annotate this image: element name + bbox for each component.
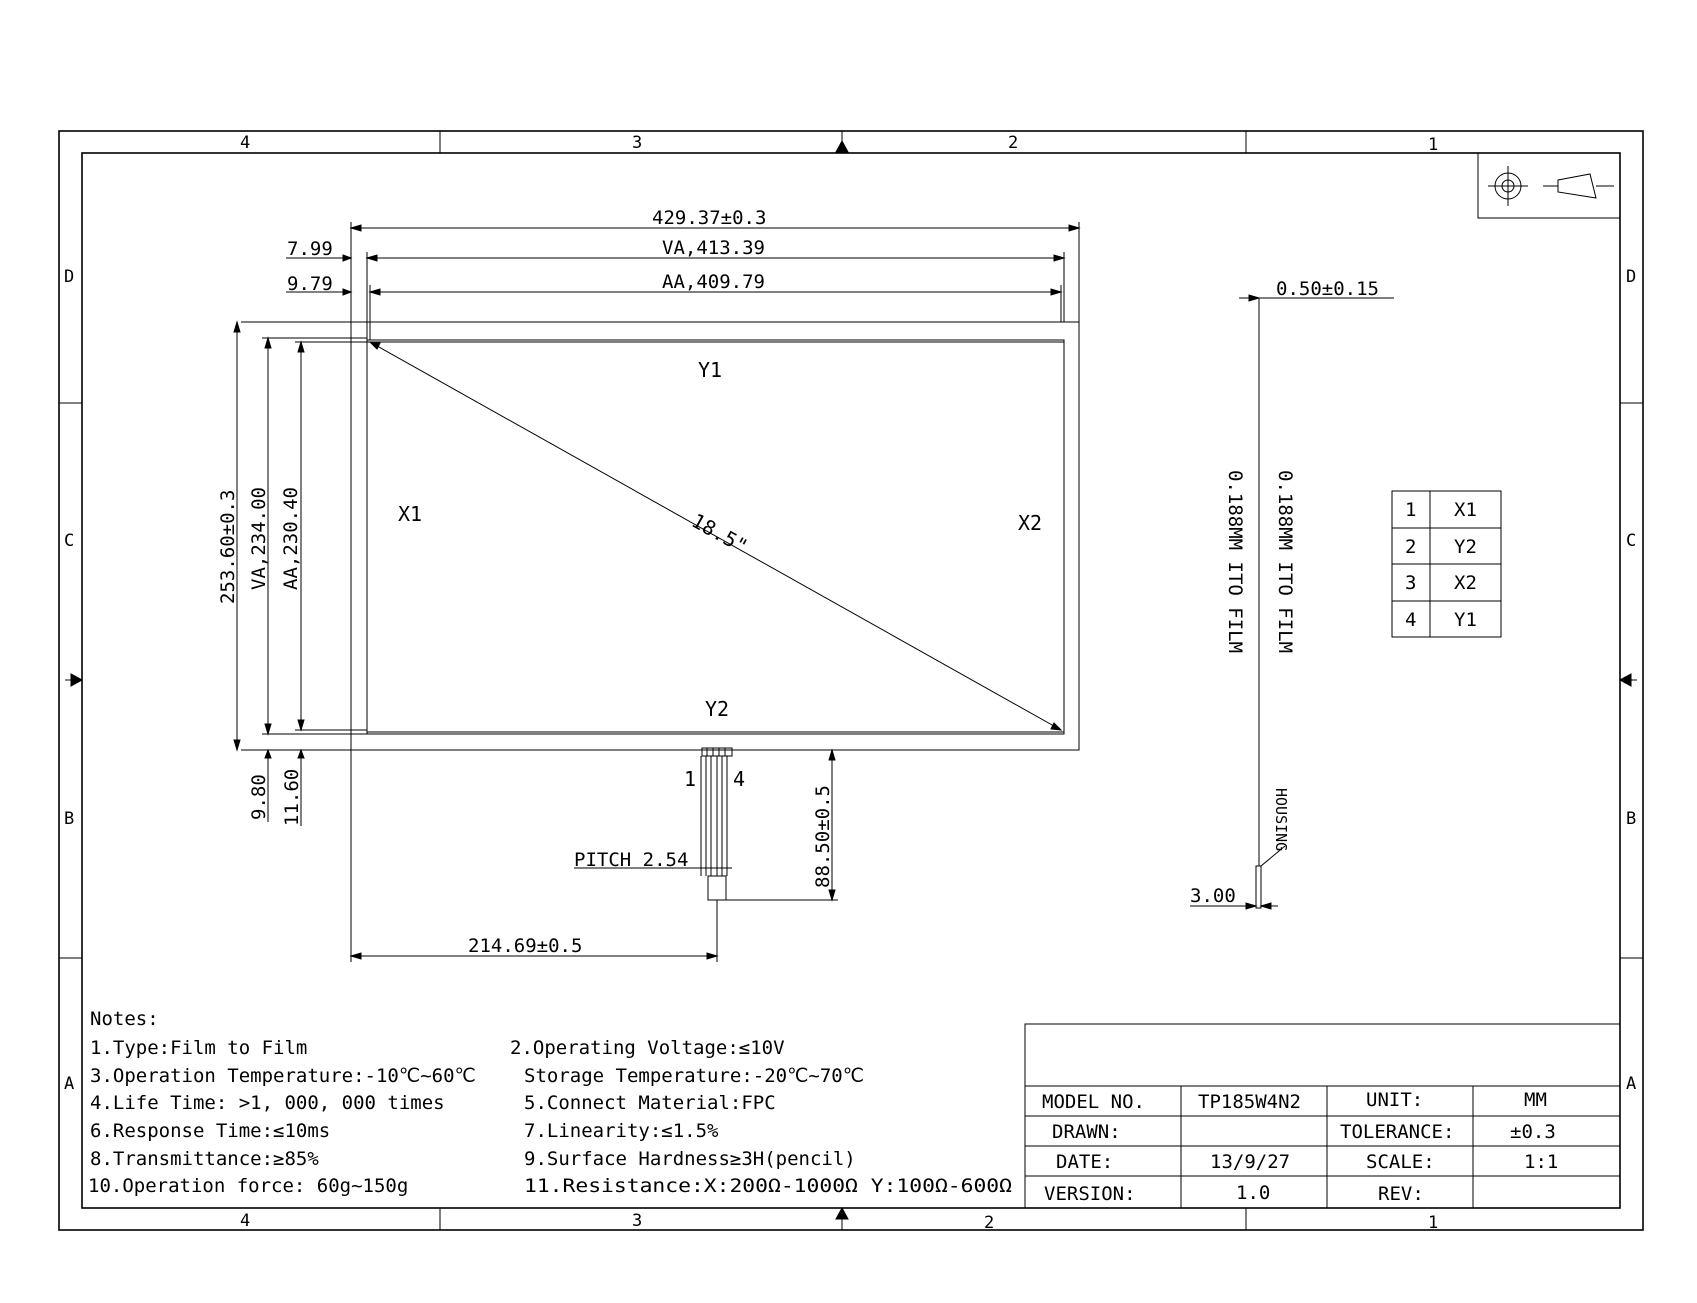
version-label: VERSION: — [1044, 1183, 1136, 1205]
note-2: 2.Operating Voltage:≤10V — [510, 1037, 785, 1059]
label-diagonal: 18.5" — [688, 508, 752, 558]
note-3: 3.Operation Temperature:-10℃~60℃ — [90, 1065, 476, 1087]
zone-left-d: D — [64, 267, 74, 287]
tolerance-label: TOLERANCE: — [1340, 1121, 1454, 1143]
note-1: 1.Type:Film to Film — [90, 1037, 307, 1059]
unit-label: UNIT: — [1366, 1089, 1423, 1111]
zone-left-a: A — [64, 1074, 74, 1094]
dim-tail-length: 88.50±0.5 — [812, 785, 834, 888]
unit-value: MM — [1524, 1089, 1547, 1111]
zone-top-1: 1 — [1428, 135, 1438, 155]
zone-right-a: A — [1626, 1074, 1636, 1094]
model-no-label: MODEL NO. — [1042, 1091, 1145, 1113]
pin-table-pin-2: 2 — [1405, 536, 1416, 558]
drawn-label: DRAWN: — [1052, 1121, 1121, 1143]
note-10: 10.Operation force: 60g~150g — [88, 1175, 408, 1197]
date-label: DATE: — [1056, 1151, 1113, 1173]
zone-left-c: C — [64, 531, 74, 551]
panel-front-view — [241, 321, 1080, 751]
pin-last-label: 4 — [733, 767, 745, 791]
zone-right-c: C — [1626, 531, 1636, 551]
label-x1: X1 — [398, 502, 422, 526]
zone-bottom-2: 2 — [984, 1213, 994, 1233]
pin-table-signal-y2: Y2 — [1454, 536, 1477, 558]
label-film-left: 0.188MM ITO FILM — [1224, 470, 1246, 653]
zone-left-b: B — [64, 809, 74, 829]
note-5: 5.Connect Material:FPC — [524, 1092, 776, 1114]
note-4: 4.Life Time: >1, 000, 000 times — [90, 1092, 445, 1114]
third-angle-projection-icon — [1477, 153, 1620, 219]
dim-overall-height: 253.60±0.3 — [217, 490, 239, 604]
dim-overall-width: 429.37±0.3 — [652, 207, 766, 229]
zone-top-3: 3 — [632, 133, 642, 153]
scale-label: SCALE: — [1366, 1151, 1435, 1173]
zone-right-d: D — [1626, 267, 1636, 287]
side-view — [1190, 294, 1394, 910]
zone-bottom-1: 1 — [1428, 1213, 1438, 1233]
zone-right-b: B — [1626, 809, 1636, 829]
dim-va-width: VA,413.39 — [662, 237, 765, 259]
pin-table-pin-3: 3 — [1405, 572, 1416, 594]
zone-labels: 4 3 2 1 4 3 2 1 D C B A D C B A — [64, 133, 1636, 1233]
dim-aa-height: AA,230.40 — [280, 487, 302, 590]
diagonal-line — [369, 341, 1062, 731]
left-dimensions — [233, 320, 367, 826]
note-6: 6.Response Time:≤10ms — [90, 1120, 330, 1142]
pin-table — [1391, 490, 1502, 638]
dim-offset-aa: 9.79 — [287, 273, 333, 295]
dim-bottom-offset-1: 9.80 — [248, 774, 270, 820]
rev-label: REV: — [1378, 1183, 1424, 1205]
model-no-value: TP185W4N2 — [1198, 1091, 1301, 1113]
title-block — [1024, 1023, 1621, 1209]
pin-table-signal-x1: X1 — [1454, 499, 1477, 521]
version-value: 1.0 — [1236, 1182, 1270, 1204]
dim-housing: 3.00 — [1190, 885, 1236, 907]
tolerance-value: ±0.3 — [1510, 1121, 1556, 1143]
dim-pitch: PITCH 2.54 — [574, 849, 688, 871]
zone-bottom-4: 4 — [240, 1211, 250, 1231]
dim-va-height: VA,234.00 — [248, 487, 270, 590]
tail-dimensions — [349, 748, 838, 962]
dim-offset-va: 7.99 — [287, 238, 333, 260]
zone-bottom-3: 3 — [632, 1211, 642, 1231]
zone-top-4: 4 — [240, 133, 250, 153]
label-housing: HOUSING — [1272, 788, 1290, 851]
dim-bottom-offset-2: 11.60 — [281, 769, 303, 826]
pin-table-pin-1: 1 — [1405, 499, 1416, 521]
notes-heading: Notes: — [90, 1008, 159, 1030]
pin-table-signal-y1: Y1 — [1454, 609, 1477, 631]
label-film-right: 0.188MM ITO FILM — [1274, 470, 1296, 653]
pin-table-pin-4: 4 — [1405, 609, 1416, 631]
pin-first-label: 1 — [684, 767, 696, 791]
label-x2: X2 — [1018, 511, 1042, 535]
note-3-storage: Storage Temperature:-20℃~70℃ — [524, 1065, 864, 1087]
label-y1: Y1 — [698, 358, 722, 382]
top-dimensions — [286, 222, 1081, 340]
dim-aa-width: AA,409.79 — [662, 271, 765, 293]
dim-film-thickness: 0.50±0.15 — [1276, 278, 1379, 300]
note-9: 9.Surface Hardness≥3H(pencil) — [524, 1148, 856, 1170]
drawing-frame — [58, 130, 1644, 1231]
fpc-tail — [574, 747, 733, 901]
note-11: 11.Resistance:X:200Ω-1000Ω Y:100Ω-600Ω — [524, 1175, 1012, 1197]
dim-tail-position: 214.69±0.5 — [468, 935, 582, 957]
note-7: 7.Linearity:≤1.5% — [524, 1120, 719, 1142]
date-value: 13/9/27 — [1210, 1151, 1290, 1173]
pin-table-signal-x2: X2 — [1454, 572, 1477, 594]
label-y2: Y2 — [705, 697, 729, 721]
note-8: 8.Transmittance:≥85% — [90, 1148, 319, 1170]
scale-value: 1:1 — [1524, 1151, 1558, 1173]
zone-top-2: 2 — [1008, 133, 1018, 153]
